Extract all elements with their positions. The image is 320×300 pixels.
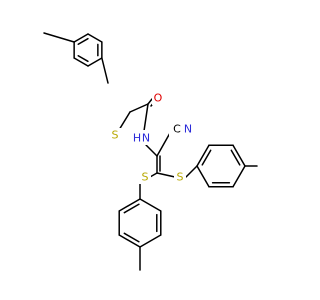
tolyl-ring-3-bond [118,198,141,212]
tolyl-ring-2-bond [196,144,210,167]
amide-nitrogen-atom: N H [131,130,153,145]
nitrile-carbon-label: C [173,123,181,136]
tolyl-ring-1-inner-bond [77,54,89,63]
sulfur-label-3: S [142,171,149,184]
tolyl-ring-1-inner-bond [77,37,89,46]
sulfur-label-1: S [112,129,119,142]
sulfur2-ring2-bond [185,165,198,178]
nitrile-group: C N [169,121,196,136]
bond-layer [43,32,258,271]
sulfur-atom-2: S [174,170,186,184]
nitrile-nitrogen-label: N [184,123,192,136]
amide-hydrogen-label: H [133,132,141,145]
tolyl-ring-2-inner-bond [230,149,241,166]
vinyl-sulfur3-bond [149,172,158,178]
vinyl-nitrile-bond [156,132,171,157]
tolyl-ring-3-bond [139,198,162,212]
sulfur1-ch2-bond [118,111,131,131]
tolyl-ring-2-inner-bond [201,149,212,166]
tolyl-ring-1-bond [87,57,103,67]
methyl-bond-1 [43,32,75,43]
tolyl-ring-3-inner-bond [123,232,140,243]
amide-nitrogen-label: N [142,132,150,145]
sulfur-atom-3: S [139,170,151,184]
tolyl-ring-2-bond [196,165,210,188]
ch2-carbonyl-bond [129,103,149,113]
tolyl-ring-2-bond [232,144,246,167]
tolyl-ring-1-bond [73,57,89,67]
tolyl-ring-1-bond [73,33,89,43]
sulfur-atom-1: S [109,128,121,142]
carbonyl-oxygen-bond [147,98,153,105]
molecule-diagram: S O N H C N S S [43,32,258,271]
sulfur-label-2: S [177,171,184,184]
carbonyl-nitrogen-bond [143,103,149,132]
oxygen-atom: O [152,91,164,105]
tolyl-ring-3-bond [118,234,141,248]
tolyl-ring-3-bond [139,234,162,248]
tolyl-ring-1-bond [87,33,103,43]
nitrogen-vinyl-bond [145,144,158,157]
ring1-to-sulfur1-bond [101,57,109,84]
oxygen-label: O [154,92,163,105]
tolyl-ring-3-inner-bond [123,203,140,214]
atom-label-layer: S O N H C N S S [109,91,196,184]
vinyl-sulfur2-bond [156,172,176,178]
tolyl-ring-2-bond [232,165,246,188]
